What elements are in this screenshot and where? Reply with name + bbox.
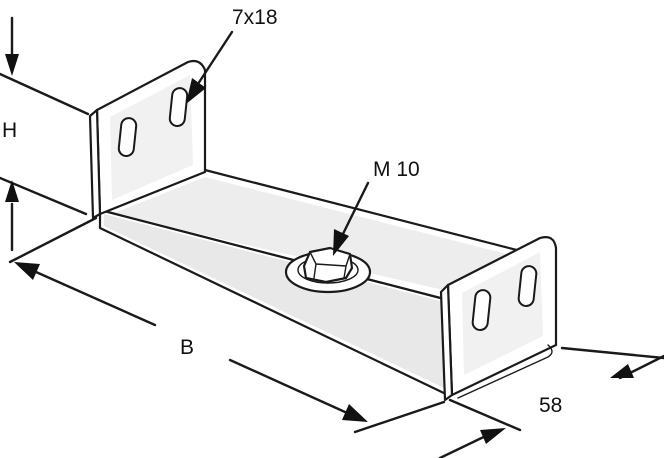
slot-left-2 <box>168 87 189 127</box>
length-arrowhead-left <box>14 262 40 280</box>
height-arrowhead-bottom <box>5 180 19 202</box>
length-dim-line-left <box>34 270 157 327</box>
slot-left-1 <box>117 117 138 157</box>
base-plate-edge-shade <box>104 214 444 388</box>
slot-right-1 <box>471 289 492 331</box>
right-upright-side <box>439 283 454 402</box>
slot-leader-arrowhead <box>186 78 206 104</box>
nut-face <box>309 251 351 279</box>
height-label: H <box>2 119 17 142</box>
length-dim-line-right <box>228 358 347 414</box>
base-plate-shade <box>112 177 530 292</box>
width-ext-line <box>560 346 664 360</box>
width-arrowhead-upper <box>610 364 634 378</box>
width-label: 58 <box>539 394 562 417</box>
slot-label: 7x18 <box>232 6 278 29</box>
length-ext-line-left <box>8 216 98 264</box>
bolt-leader-line <box>338 181 370 242</box>
width-dimension: 58 <box>438 346 664 458</box>
width-ext-line-lower <box>448 398 522 432</box>
slot-leader-line <box>192 30 234 92</box>
slot-right-2 <box>517 265 538 307</box>
slot-callout: 7x18 <box>186 6 278 104</box>
bolt-callout: M 10 <box>333 158 420 256</box>
height-arrowhead-top <box>5 54 19 76</box>
height-dimension: H <box>0 16 90 252</box>
right-upright-fold <box>457 344 553 399</box>
bolt-label: M 10 <box>373 158 420 181</box>
width-arrowhead-lower <box>480 428 506 444</box>
length-arrowhead-right <box>342 404 368 422</box>
height-ext-line-bottom <box>0 176 88 216</box>
bolt-leader-arrowhead <box>333 229 349 256</box>
length-dimension: B <box>8 216 446 434</box>
left-upright-side <box>88 108 102 220</box>
length-label: B <box>180 336 194 359</box>
bracket-part <box>88 59 558 402</box>
length-ext-line-right <box>353 400 446 434</box>
height-ext-line-top <box>0 72 90 116</box>
